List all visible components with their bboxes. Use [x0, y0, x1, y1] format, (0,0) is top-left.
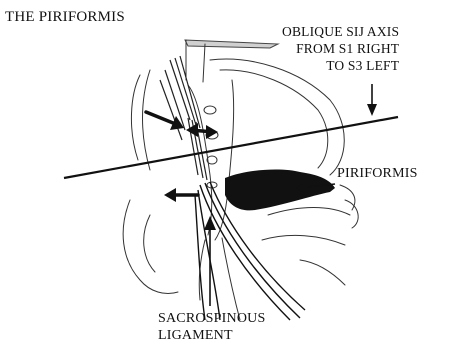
oblique-axis-label-line-1: OBLIQUE SIJ AXIS	[282, 23, 399, 40]
sacrospinous-ligament-label: SACROSPINOUS LIGAMENT	[158, 310, 265, 344]
sacrospinous-label-line-2: LIGAMENT	[158, 327, 265, 344]
gluteal-fibers	[160, 56, 207, 180]
figure-title: THE PIRIFORMIS	[5, 9, 125, 25]
piriformis-muscle	[225, 170, 335, 211]
oblique-axis-label: OBLIQUE SIJ AXIS FROM S1 RIGHT TO S3 LEF…	[282, 23, 399, 74]
sacrospinous-label-line-1: SACROSPINOUS	[158, 310, 265, 327]
oblique-axis-label-line-2: FROM S1 RIGHT	[282, 40, 399, 57]
piriformis-label: PIRIFORMIS	[337, 166, 418, 182]
oblique-axis-label-line-3: TO S3 LEFT	[282, 57, 399, 74]
